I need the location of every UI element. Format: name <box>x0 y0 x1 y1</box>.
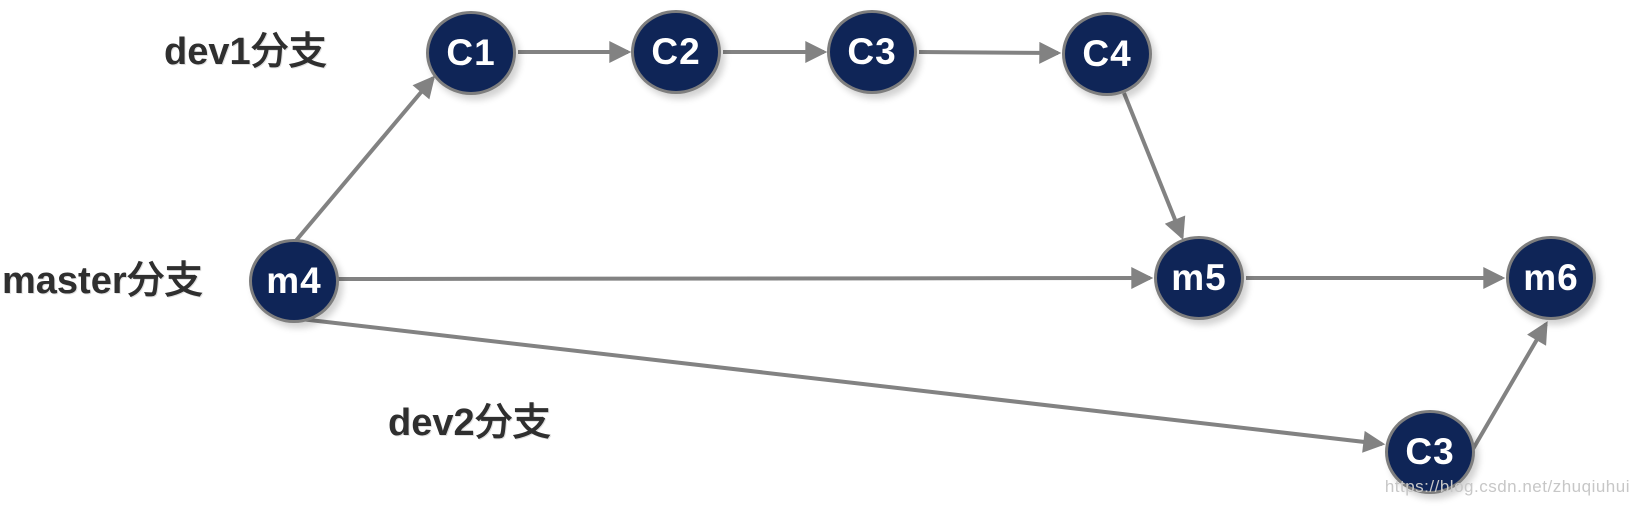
edge-dev2-c3-to-m6 <box>1471 321 1548 451</box>
branch-label-dev1: dev1分支 <box>164 31 327 73</box>
commit-node-master-m5: m5 <box>1154 236 1244 320</box>
commit-node-dev1-c4: C4 <box>1062 12 1152 96</box>
branch-label-dev2: dev2分支 <box>388 402 551 444</box>
edge-c3-to-c4 <box>918 41 1062 64</box>
watermark-url: https://blog.csdn.net/zhuqiuhui <box>1384 477 1630 496</box>
commit-node-master-m4: m4 <box>249 239 339 323</box>
edge-m4-to-c1 <box>292 75 436 245</box>
commit-node-dev1-c1: C1 <box>426 11 516 95</box>
commit-node-dev1-c3: C3 <box>827 10 917 94</box>
commit-node-master-m6: m6 <box>1506 236 1596 320</box>
edge-c4-to-m5 <box>1122 92 1186 241</box>
commit-node-dev2-c3: C3 <box>1385 410 1475 494</box>
commit-node-dev1-c2: C2 <box>631 10 721 94</box>
branch-label-master: master分支 <box>2 260 203 302</box>
edge-m4-to-dev2-c3 <box>291 316 1386 453</box>
edge-m4-to-m5 <box>331 267 1154 290</box>
